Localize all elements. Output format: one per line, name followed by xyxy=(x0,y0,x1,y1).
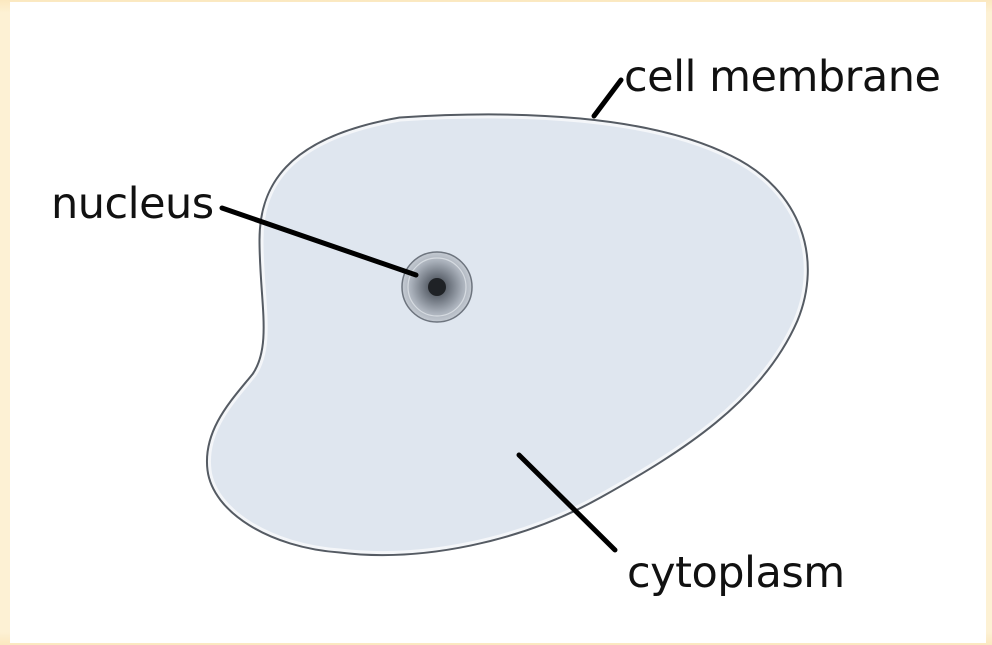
nucleolus xyxy=(428,278,446,296)
cytoplasm xyxy=(209,117,805,553)
cell-membrane-label: cell membrane xyxy=(624,56,940,99)
nucleus-label: nucleus xyxy=(51,183,214,226)
cell-membrane-leader-line xyxy=(594,80,621,116)
cytoplasm-label: cytoplasm xyxy=(627,552,845,595)
